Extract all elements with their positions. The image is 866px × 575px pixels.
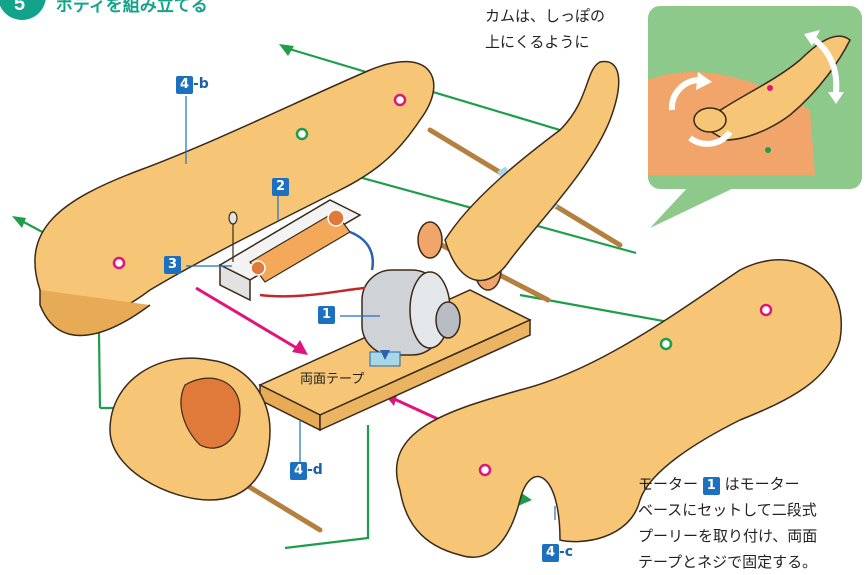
tail-cam bbox=[444, 60, 620, 282]
instruction-motor-num: 1 bbox=[702, 477, 720, 495]
label-body-d-suffix: -d bbox=[307, 462, 323, 478]
step-number-badge bbox=[0, 0, 46, 20]
body-panel-c bbox=[395, 259, 842, 558]
tape-label: 両面テープ bbox=[300, 372, 365, 387]
body-panel-b bbox=[34, 60, 435, 322]
cam-note-line2: 上にくるように bbox=[485, 33, 590, 51]
label-body-c-suffix: -c bbox=[559, 544, 574, 560]
label-body-d: 4-d bbox=[290, 462, 323, 480]
label-body-d-num: 4 bbox=[290, 462, 307, 480]
label-battery: 2 bbox=[272, 178, 289, 196]
label-body-c-num: 4 bbox=[542, 544, 559, 562]
hole-markers bbox=[112, 93, 773, 477]
instruction-line1: モーター 1 はモーター bbox=[638, 472, 800, 496]
label-battery-box: 3 bbox=[164, 256, 181, 274]
label-body-b-num: 4 bbox=[176, 76, 193, 94]
motor bbox=[361, 269, 461, 356]
label-leaders bbox=[185, 96, 556, 520]
instruction-line1-post: はモーター bbox=[724, 475, 800, 493]
ear-pad bbox=[180, 377, 241, 449]
label-body-b-suffix: -b bbox=[193, 76, 209, 92]
label-battery-box-num: 3 bbox=[164, 256, 181, 274]
cam-detail-bubble bbox=[648, 6, 862, 228]
label-battery-num: 2 bbox=[272, 178, 289, 196]
instruction-line1-pre: モーター bbox=[638, 475, 699, 493]
step-number: 5 bbox=[14, 0, 25, 15]
label-motor-num: 1 bbox=[318, 306, 335, 324]
cam-note-line1: カムは、しっぽの bbox=[485, 7, 606, 25]
label-motor: 1 bbox=[318, 306, 335, 324]
step-title: ボディを組み立てる bbox=[56, 0, 208, 16]
instruction-line4: テープとネジで固定する。 bbox=[638, 553, 818, 571]
label-body-c: 4-c bbox=[542, 544, 573, 562]
instruction-line2: ベースにセットして二段式 bbox=[638, 501, 817, 519]
instruction-line3: プーリーを取り付け、両面 bbox=[638, 527, 818, 545]
label-body-b: 4-b bbox=[176, 76, 209, 94]
